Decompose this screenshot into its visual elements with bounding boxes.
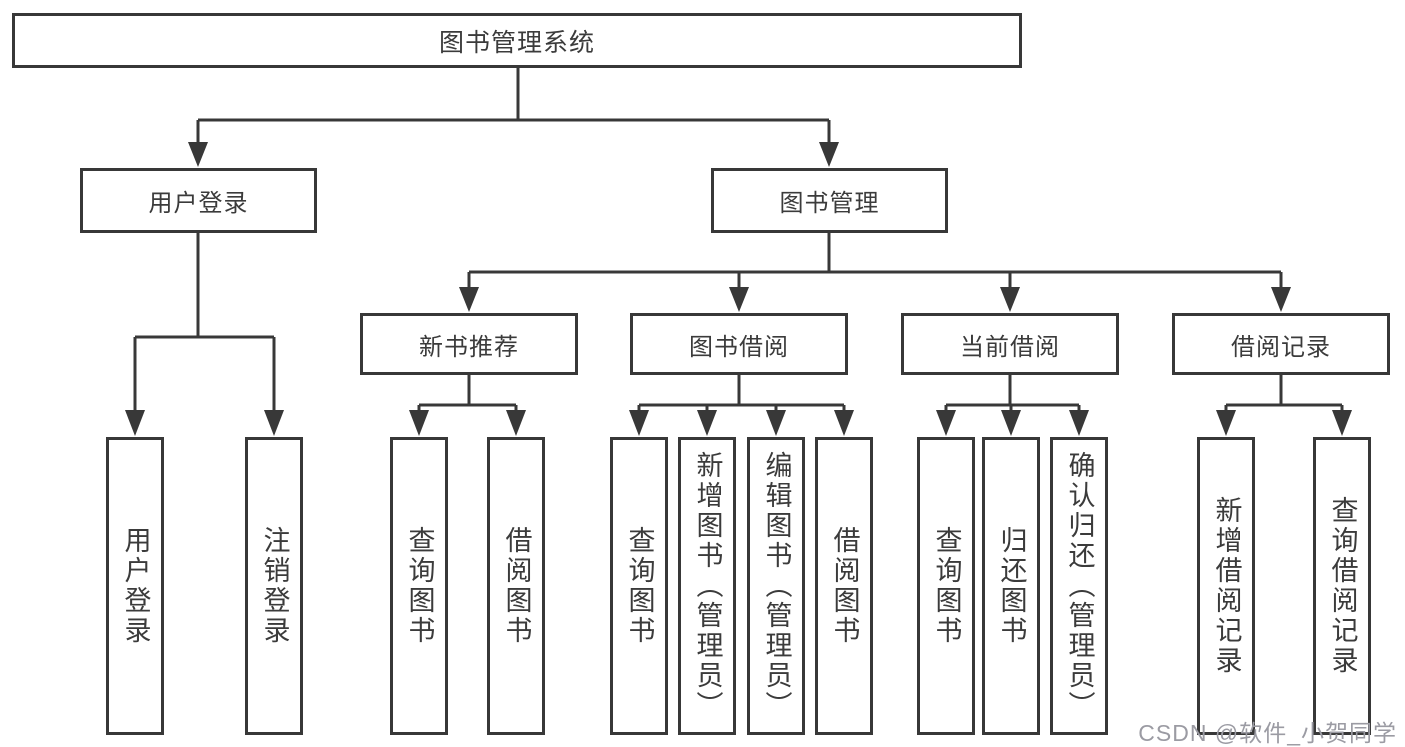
leaf-record-add-borrow-record: 新增借阅记录 bbox=[1197, 437, 1255, 735]
node-user-login: 用户登录 bbox=[80, 168, 317, 233]
leaf-current-query-books: 查询图书 bbox=[917, 437, 975, 735]
arrowhead-down-icon bbox=[264, 410, 284, 436]
connector-current-borrowing-to-leaves bbox=[944, 374, 1081, 413]
leaf-logout: 注销登录 bbox=[245, 437, 303, 735]
leaf-current-confirm-return-admin: 确认归还（管理员） bbox=[1050, 437, 1108, 735]
arrowhead-down-icon bbox=[1001, 410, 1021, 436]
arrowhead-down-icon bbox=[506, 410, 526, 436]
connector-user-login-to-leaves bbox=[133, 233, 276, 413]
arrowhead-down-icon bbox=[1069, 410, 1089, 436]
leaf-borrow-edit-books-admin: 编辑图书（管理员） bbox=[747, 437, 805, 735]
leaf-current-return-books: 归还图书 bbox=[982, 437, 1040, 735]
node-borrowing-records: 借阅记录 bbox=[1172, 313, 1390, 375]
leaf-recommend-query-books: 查询图书 bbox=[390, 437, 448, 735]
arrowhead-down-icon bbox=[766, 410, 786, 436]
arrowhead-down-icon bbox=[459, 287, 479, 312]
arrowhead-down-icon bbox=[819, 142, 839, 167]
arrowhead-down-icon bbox=[1271, 287, 1291, 312]
connector-root-to-level2 bbox=[196, 67, 831, 146]
connector-book-borrowing-to-leaves bbox=[637, 374, 846, 413]
connector-new-book-recommendation-to-leaves bbox=[417, 374, 518, 413]
csdn-watermark: CSDN @软件_小贺同学 bbox=[1138, 720, 1397, 746]
leaf-borrow-query-books: 查询图书 bbox=[610, 437, 668, 735]
arrowhead-down-icon bbox=[188, 142, 208, 167]
arrowhead-down-icon bbox=[1000, 287, 1020, 312]
arrowhead-down-icon bbox=[409, 410, 429, 436]
arrowhead-down-icon bbox=[936, 410, 956, 436]
node-new-book-recommendation: 新书推荐 bbox=[360, 313, 578, 375]
node-book-management-system: 图书管理系统 bbox=[12, 13, 1022, 68]
arrowhead-down-icon bbox=[629, 410, 649, 436]
leaf-user-login: 用户登录 bbox=[106, 437, 164, 735]
connector-book-management-to-level3 bbox=[467, 233, 1283, 290]
arrowhead-down-icon bbox=[125, 410, 145, 436]
connector-borrowing-records-to-leaves bbox=[1224, 374, 1344, 413]
arrowhead-down-icon bbox=[729, 287, 749, 312]
node-book-management: 图书管理 bbox=[711, 168, 948, 233]
arrowhead-down-icon bbox=[834, 410, 854, 436]
node-book-borrowing: 图书借阅 bbox=[630, 313, 848, 375]
leaf-borrow-borrow-books: 借阅图书 bbox=[815, 437, 873, 735]
arrowhead-down-icon bbox=[1216, 410, 1236, 436]
leaf-recommend-borrow-books: 借阅图书 bbox=[487, 437, 545, 735]
arrowhead-down-icon bbox=[1332, 410, 1352, 436]
leaf-borrow-add-books-admin: 新增图书（管理员） bbox=[678, 437, 736, 735]
arrowhead-down-icon bbox=[697, 410, 717, 436]
node-current-borrowing: 当前借阅 bbox=[901, 313, 1119, 375]
leaf-record-query-borrow-record: 查询借阅记录 bbox=[1313, 437, 1371, 735]
